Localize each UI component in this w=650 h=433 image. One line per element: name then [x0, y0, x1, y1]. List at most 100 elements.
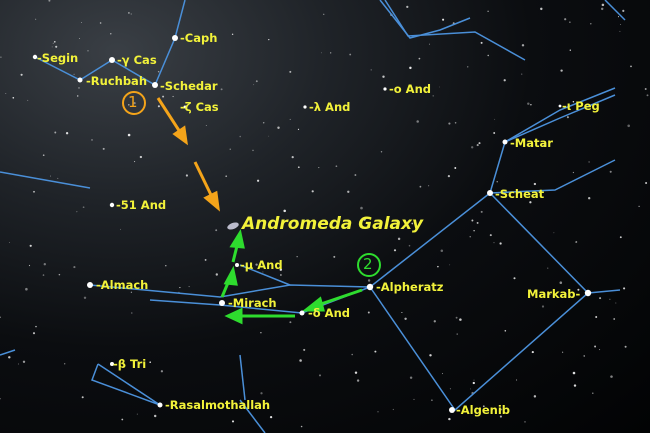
bg-star	[583, 355, 585, 357]
bg-star	[76, 211, 78, 213]
bg-star	[594, 345, 597, 348]
bg-star	[499, 415, 502, 418]
bg-star	[73, 266, 76, 269]
star-scheat	[487, 190, 493, 196]
bg-star	[239, 135, 241, 138]
bg-star	[646, 94, 649, 97]
top-right-line-2	[384, 0, 526, 61]
label-ruchbah: -Ruchbah	[86, 74, 148, 88]
bg-star	[54, 41, 56, 43]
perseus-line	[0, 171, 91, 189]
bg-star	[32, 332, 36, 335]
bg-star	[73, 73, 75, 75]
bg-star	[83, 296, 87, 299]
star-segin	[32, 54, 38, 60]
bg-star	[179, 287, 181, 289]
bg-star	[409, 376, 413, 379]
bg-star	[432, 95, 434, 97]
bg-star	[110, 33, 112, 35]
bg-star	[269, 415, 273, 419]
bg-star	[382, 75, 385, 78]
bg-star	[320, 52, 322, 54]
bg-star	[645, 181, 648, 185]
label-51-and: -51 And	[116, 198, 167, 212]
bg-star	[351, 353, 353, 356]
bg-star	[601, 3, 605, 7]
orange-arrow-2	[193, 161, 214, 198]
bg-star	[473, 230, 475, 232]
bg-star	[127, 133, 131, 137]
bg-star	[404, 317, 407, 320]
bg-star	[225, 175, 228, 178]
bg-star	[411, 222, 414, 225]
bg-star	[256, 179, 260, 182]
bg-star	[566, 116, 569, 119]
star-algenib	[449, 407, 455, 413]
bg-star	[599, 349, 601, 351]
bg-star	[296, 256, 298, 258]
bg-star	[418, 57, 421, 60]
pegasus-leg-2	[489, 159, 616, 194]
bg-star	[548, 293, 551, 296]
bg-star	[476, 221, 479, 224]
bg-star	[494, 118, 496, 120]
bg-star	[82, 206, 85, 209]
bg-star	[81, 22, 82, 23]
bg-star	[590, 23, 592, 25]
star-rasalmothallah	[157, 402, 163, 408]
star-omicron-and	[383, 87, 387, 91]
orange-arrow-2-head	[203, 190, 220, 212]
bg-star	[29, 244, 32, 247]
bg-star	[419, 185, 422, 188]
bg-star	[5, 92, 7, 94]
bg-star	[610, 375, 613, 378]
bg-star	[615, 302, 617, 304]
bg-star	[55, 45, 58, 48]
pegasus-leg-1	[489, 94, 616, 194]
bg-star	[370, 69, 372, 71]
bg-star	[57, 177, 59, 179]
bg-star	[572, 171, 575, 174]
bg-star	[121, 418, 124, 421]
bg-star	[299, 359, 302, 362]
green-arrow-3-head	[223, 265, 238, 286]
bg-star	[489, 234, 492, 237]
bg-star	[543, 143, 545, 145]
bg-star	[130, 291, 133, 293]
star-lambda-and	[303, 105, 307, 109]
bg-star	[367, 311, 370, 314]
bg-star	[478, 142, 481, 145]
label-schedar: -Schedar	[160, 79, 218, 93]
bg-star	[43, 263, 46, 266]
bg-star	[255, 263, 258, 266]
bg-star	[279, 268, 283, 271]
bg-star	[153, 414, 157, 418]
bg-star	[380, 151, 383, 153]
step1-circle	[122, 91, 146, 115]
label-markab: Markab-	[527, 287, 581, 301]
bg-star	[367, 279, 371, 282]
label-rasalmothallah: -Rasalmothallah	[165, 398, 271, 412]
bg-star	[617, 16, 620, 18]
bg-star	[531, 351, 534, 354]
bg-star	[134, 161, 136, 163]
orange-arrow-1	[156, 97, 182, 133]
label-scheat: -Scheat	[495, 187, 545, 201]
bg-star	[333, 255, 336, 258]
bg-star	[8, 356, 11, 359]
bg-star	[204, 258, 207, 261]
bg-star	[277, 126, 280, 129]
bg-star	[160, 370, 164, 373]
label-segin: -Segin	[37, 51, 79, 65]
bg-star	[205, 125, 207, 126]
bg-star	[349, 53, 352, 56]
orange-arrow-1-head	[172, 125, 188, 146]
bg-star	[560, 69, 563, 72]
star-almach	[87, 282, 93, 288]
label-caph: -Caph	[180, 31, 218, 45]
star-ruchbah	[77, 77, 83, 83]
bg-star	[231, 420, 235, 423]
star-delta-and	[299, 310, 305, 316]
bg-star	[253, 84, 255, 86]
bg-star	[78, 87, 80, 89]
